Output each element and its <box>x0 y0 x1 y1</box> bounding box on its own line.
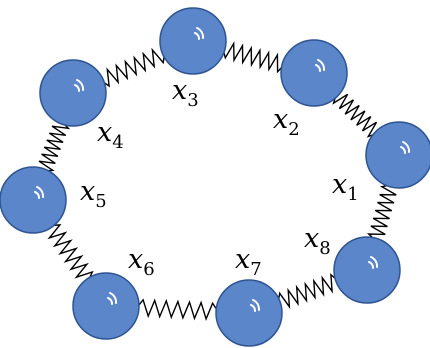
mass-x7-ball-icon <box>215 279 283 347</box>
spring-6-zigzag-spring-icon <box>47 224 94 281</box>
ball-highlight-outer <box>402 141 411 153</box>
ball-highlight-outer <box>370 256 379 268</box>
ball-circle <box>365 121 430 189</box>
ball-highlight-inner <box>107 297 113 305</box>
mass-x8-ball-icon <box>333 236 401 304</box>
ball-highlight-outer <box>317 59 326 71</box>
mass-x1-ball-icon <box>365 121 430 189</box>
ball-highlight-outer <box>36 186 45 198</box>
ball-highlight-outer <box>252 299 261 311</box>
label-x8: x8 <box>304 223 331 259</box>
spring-7-zigzag-spring-icon <box>38 121 71 172</box>
mass-x6-ball-icon <box>72 272 140 340</box>
spring-5-zigzag-spring-icon <box>136 298 219 321</box>
label-x5: x5 <box>80 176 107 212</box>
ball-circle <box>215 279 283 347</box>
label-x2: x2 <box>273 104 300 140</box>
balls-layer <box>0 7 430 347</box>
label-x1: x1 <box>332 169 359 205</box>
ball-highlight-inner <box>368 261 374 269</box>
label-x3: x3 <box>172 75 199 111</box>
spring-8-zigzag-spring-icon <box>100 47 166 88</box>
ball-highlight-outer <box>196 27 205 39</box>
ball-circle <box>333 236 401 304</box>
spring-2-zigzag-spring-icon <box>332 93 378 138</box>
label-x7: x7 <box>235 244 262 280</box>
ball-circle <box>0 166 67 234</box>
spring-3-zigzag-spring-icon <box>366 184 397 241</box>
ball-highlight-inner <box>34 191 40 199</box>
label-x4: x4 <box>97 117 124 153</box>
ball-highlight-inner <box>74 84 80 92</box>
ball-circle <box>39 59 107 127</box>
ball-highlight-inner <box>400 146 406 154</box>
labels-layer: x1 x2 x3 x4 x5 x6 x7 x8 <box>80 75 359 280</box>
label-x6: x6 <box>128 244 155 280</box>
mass-x4-ball-icon <box>39 59 107 127</box>
ball-circle <box>280 39 348 107</box>
mass-x2-ball-icon <box>280 39 348 107</box>
mass-x3-ball-icon <box>159 7 227 75</box>
ball-circle <box>72 272 140 340</box>
ball-highlight-inner <box>250 304 256 312</box>
ball-circle <box>159 7 227 75</box>
spring-4-zigzag-spring-icon <box>277 273 339 310</box>
spring-1-zigzag-spring-icon <box>222 41 285 74</box>
springs-layer <box>38 41 397 321</box>
mass-x5-ball-icon <box>0 166 67 234</box>
ball-highlight-outer <box>76 79 85 91</box>
ball-highlight-inner <box>315 64 321 72</box>
ball-highlight-inner <box>194 32 200 40</box>
ball-highlight-outer <box>109 292 118 304</box>
